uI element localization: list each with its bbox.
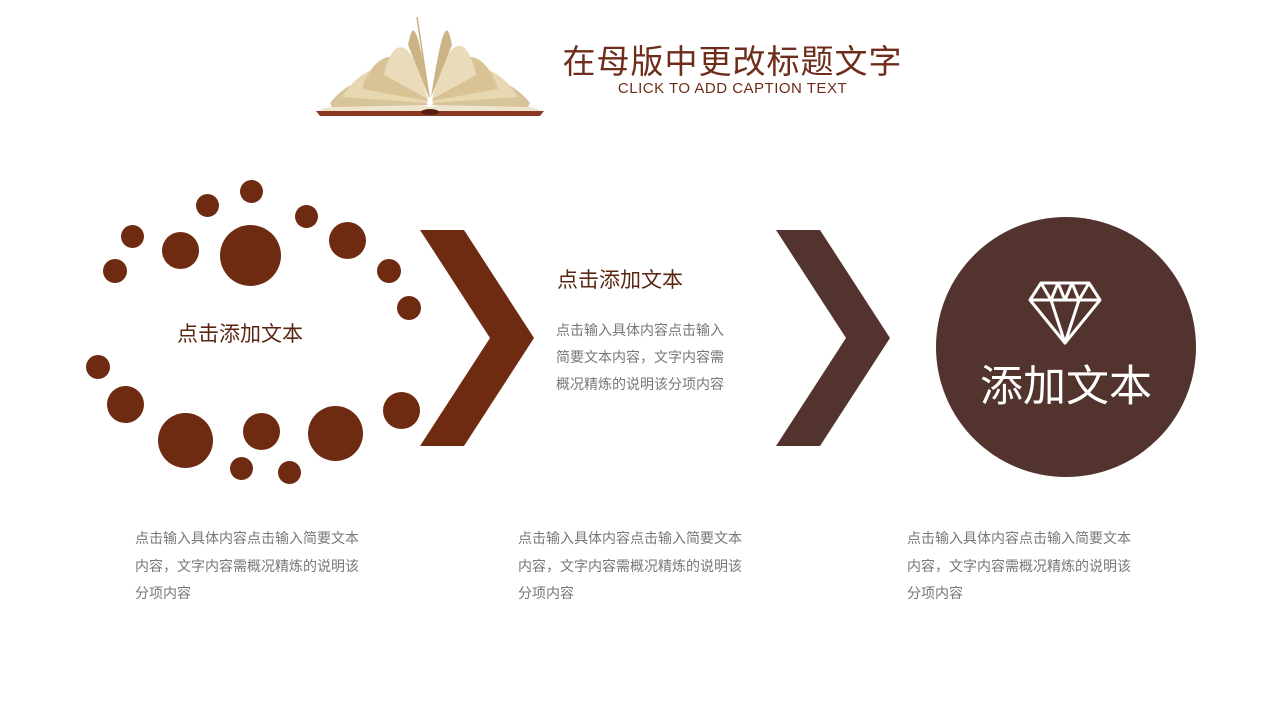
- text-line: 点击输入具体内容点击输入简要文本: [518, 531, 742, 547]
- decor-dot: [86, 355, 110, 379]
- description-2: 点击输入具体内容点击输入简要文本 内容，文字内容需概况精炼的说明该 分项内容: [518, 526, 774, 609]
- step2-heading: 点击添加文本: [557, 268, 683, 292]
- page-title: 在母版中更改标题文字: [562, 42, 903, 81]
- step1-label: 点击添加文本: [177, 322, 303, 346]
- text-line: 内容，文字内容需概况精炼的说明该: [518, 558, 742, 575]
- text-line: 简要文本内容，文字内容需: [556, 350, 724, 366]
- text-line: 内容，文字内容需概况精炼的说明该: [907, 558, 1131, 575]
- description-3: 点击输入具体内容点击输入简要文本 内容，文字内容需概况精炼的说明该 分项内容: [907, 526, 1163, 609]
- text-line: 内容，文字内容需概况精炼的说明该: [135, 558, 359, 575]
- step2-body: 点击输入具体内容点击输入 简要文本内容，文字内容需 概况精炼的说明该分项内容: [556, 318, 756, 399]
- decor-dot: [383, 392, 420, 429]
- decor-dot: [162, 232, 199, 269]
- decor-dot: [295, 205, 318, 228]
- decor-dot: [243, 413, 280, 450]
- decor-dot: [278, 461, 301, 484]
- decor-dot: [220, 225, 281, 286]
- chevron-right-icon: [776, 230, 890, 446]
- decor-dot: [308, 406, 363, 461]
- open-book-image: [316, 16, 544, 116]
- decor-dot: [196, 194, 219, 217]
- text-line: 点击输入具体内容点击输入简要文本: [135, 531, 359, 547]
- highlight-circle: [936, 217, 1196, 477]
- text-line: 点击输入具体内容点击输入简要文本: [907, 531, 1131, 547]
- decor-dot: [107, 386, 144, 423]
- text-line: 概况精炼的说明该分项内容: [556, 377, 724, 393]
- diamond-icon: [1028, 281, 1102, 345]
- page-subtitle: CLICK TO ADD CAPTION TEXT: [617, 80, 848, 97]
- description-1: 点击输入具体内容点击输入简要文本 内容，文字内容需概况精炼的说明该 分项内容: [135, 526, 391, 609]
- decor-dot: [103, 259, 127, 283]
- decor-dot: [121, 225, 144, 248]
- text-line: 分项内容: [518, 586, 574, 602]
- decor-dot: [230, 457, 253, 480]
- decor-dot: [329, 222, 366, 259]
- decor-dot: [377, 259, 401, 283]
- chevron-right-icon: [420, 230, 534, 446]
- text-line: 点击输入具体内容点击输入: [556, 323, 724, 339]
- text-line: 分项内容: [907, 586, 963, 602]
- decor-dot: [397, 296, 421, 320]
- decor-dot: [240, 180, 263, 203]
- decor-dot: [158, 413, 213, 468]
- circle-label: 添加文本: [980, 362, 1152, 412]
- text-line: 分项内容: [135, 586, 191, 602]
